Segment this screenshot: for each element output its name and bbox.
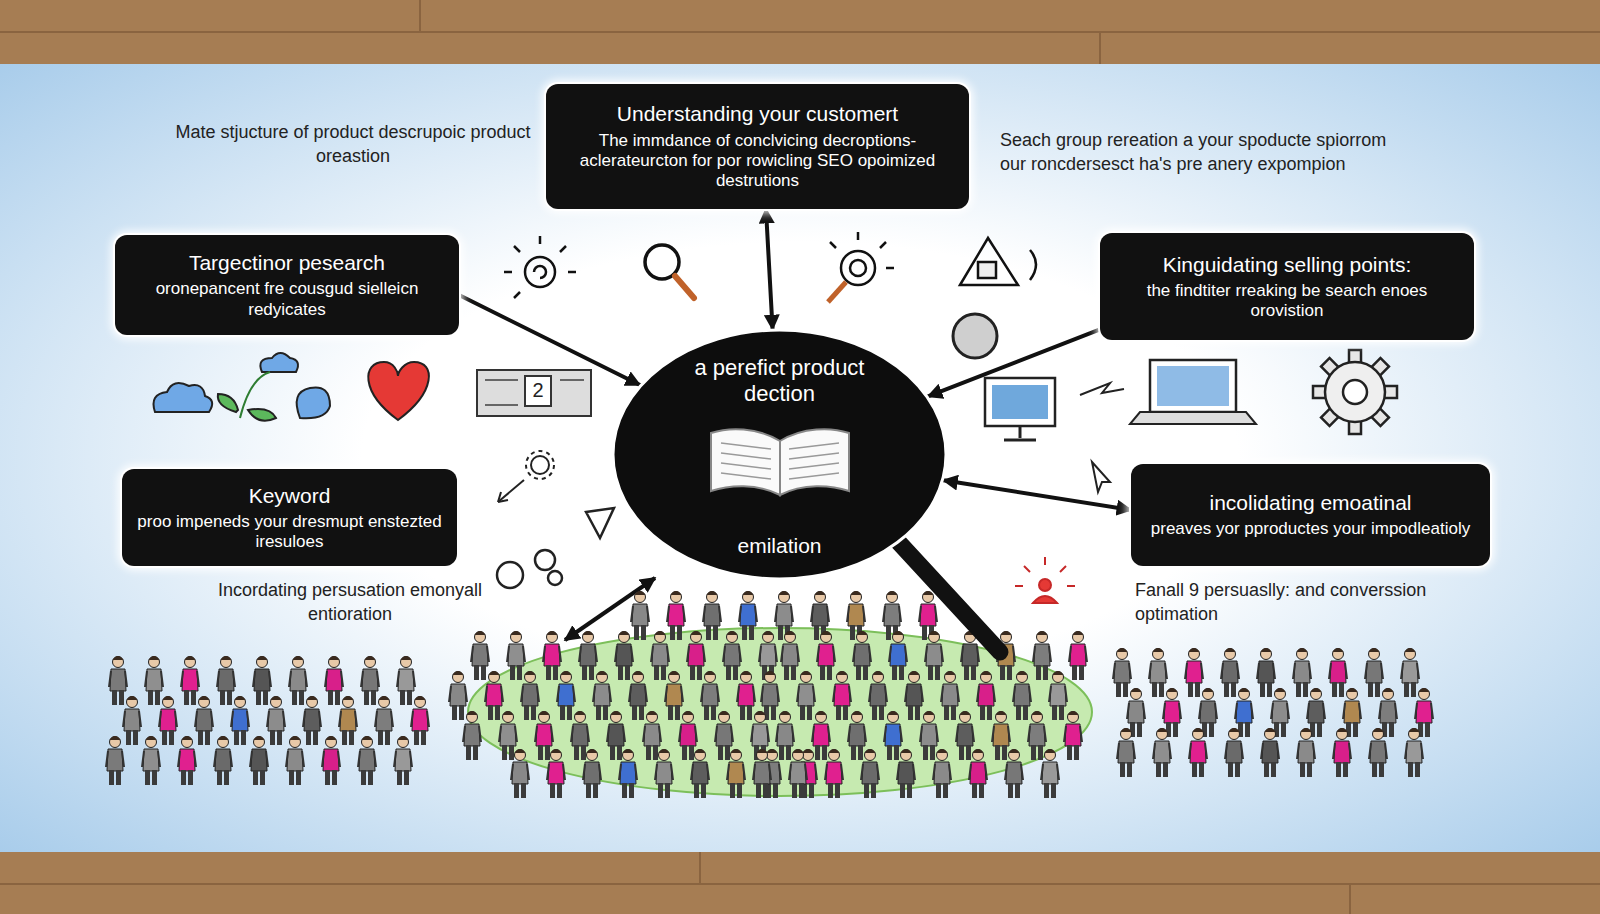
card-icon	[477, 370, 591, 416]
sun-magnifier-icon	[828, 232, 894, 302]
note-text: Mate stjucture of product descrupoic pro…	[168, 120, 538, 169]
crowd-left	[106, 656, 429, 785]
box-body: oronepancent fre cousgud sielleicn redyi…	[129, 279, 445, 320]
cursor-icon	[1092, 462, 1110, 492]
connector-arrow	[928, 329, 1100, 396]
note-text: Incordating persusation emonyall entiora…	[210, 578, 490, 627]
whiteboard-panel	[0, 64, 1600, 852]
gear-icon	[1313, 350, 1397, 434]
crowd-right	[1113, 648, 1433, 777]
connector-arrow	[943, 480, 1131, 510]
box-heading: a perefict product dection	[660, 355, 900, 408]
note-text: Seach group rereation a your spoducte sp…	[1000, 128, 1400, 177]
concept-box: incolidating emoatinal preaves yor pprodu…	[1131, 464, 1490, 566]
alert-person-icon	[1015, 557, 1075, 603]
box-body: emilation	[737, 533, 821, 558]
concept-ellipse: a perefict product dection emilation	[610, 327, 949, 582]
box-heading: incolidating emoatinal	[1145, 490, 1476, 515]
lightning-arrow-icon	[1080, 383, 1124, 395]
open-book	[705, 419, 855, 503]
connector-arrow	[766, 209, 773, 329]
box-heading: Targectinor pesearch	[129, 250, 445, 275]
note-text: Fanall 9 persuaslly: and converssion opt…	[1135, 578, 1435, 627]
box-heading: Keyword	[136, 483, 443, 508]
concept-box: Keyword proo impeneds your dresmupt enste…	[122, 469, 457, 566]
card-number: 2	[525, 377, 551, 404]
box-heading: Kinguidating selling points:	[1114, 252, 1460, 277]
sketch-shapes-icon	[497, 508, 614, 588]
box-body: the findtiter rreaking be search enoes o…	[1114, 281, 1460, 322]
box-body: proo impeneds your dresmupt enstezted ir…	[136, 512, 443, 553]
connector-arrow	[459, 295, 640, 385]
small-gear-arrow-icon	[498, 451, 554, 502]
box-body: The immdance of conclvicing decroptions-…	[560, 131, 955, 192]
clouds-plant-icon	[154, 353, 331, 421]
heart-icon	[368, 362, 429, 420]
box-heading: Understanding your customert	[560, 101, 955, 126]
sun-spiral-icon	[504, 236, 576, 298]
triangle-icon	[960, 238, 1036, 285]
box-body: preaves yor pproductes your impodleatiol…	[1145, 519, 1476, 539]
grey-circle-icon	[953, 314, 997, 358]
concept-box: Understanding your customertThe immdance…	[546, 84, 969, 209]
crowd-center	[449, 591, 1087, 798]
monitor-icon	[985, 378, 1055, 440]
magnifier-icon	[645, 245, 694, 298]
ellipse-shape	[613, 330, 946, 579]
laptop-icon	[1130, 360, 1256, 424]
concept-box: Targectinor pesearch oronepancent fre cou…	[115, 235, 459, 335]
concept-box: Kinguidating selling points: the findtite…	[1100, 233, 1474, 340]
